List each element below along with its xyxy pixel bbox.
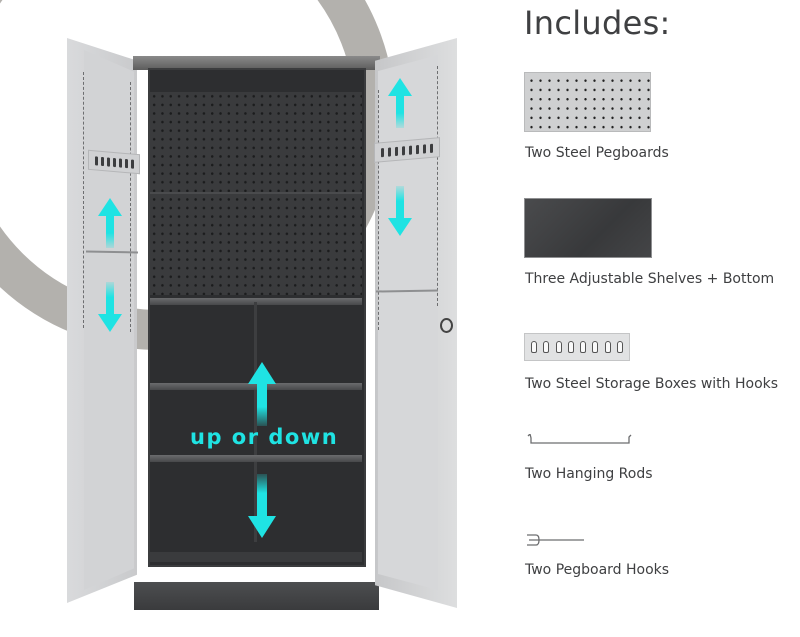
include-item-label: Two Steel Storage Boxes with Hooks (525, 376, 779, 392)
pegboard-thumbnail (524, 72, 651, 132)
includes-title: Includes: (524, 4, 671, 42)
include-item-label: Two Pegboard Hooks (525, 562, 670, 578)
cabinet-base (134, 582, 379, 610)
pegboard-hook-thumbnail (526, 533, 586, 547)
include-item-label: Three Adjustable Shelves + Bottom (525, 271, 775, 287)
hanging-rod-thumbnail (527, 432, 633, 445)
arrow-up-icon (388, 78, 412, 128)
shelf-1 (150, 298, 362, 305)
storage-box-thumbnail (524, 333, 630, 361)
pegboard-divider (150, 192, 362, 194)
shelf-thumbnail (524, 198, 652, 258)
lock-icon (440, 318, 453, 333)
arrow-up-icon (98, 198, 122, 248)
include-item-label: Two Hanging Rods (525, 466, 653, 482)
cabinet-bottom-shelf (150, 552, 362, 562)
arrow-up-icon (248, 362, 276, 426)
left-door-slot-rail (83, 72, 84, 328)
left-door-slot-rail (130, 82, 131, 332)
adjustability-annotation: up or down (190, 425, 339, 449)
arrow-down-icon (248, 474, 276, 538)
right-door-slot-rail (378, 90, 379, 330)
shelf-2 (150, 383, 362, 390)
right-door-inner-panel (378, 55, 438, 590)
arrow-down-icon (98, 282, 122, 332)
center-post (254, 302, 257, 542)
include-item-label: Two Steel Pegboards (525, 145, 669, 161)
cabinet-top (133, 56, 380, 70)
right-door-slot-rail (437, 66, 438, 306)
shelf-3 (150, 455, 362, 462)
arrow-down-icon (388, 186, 412, 236)
